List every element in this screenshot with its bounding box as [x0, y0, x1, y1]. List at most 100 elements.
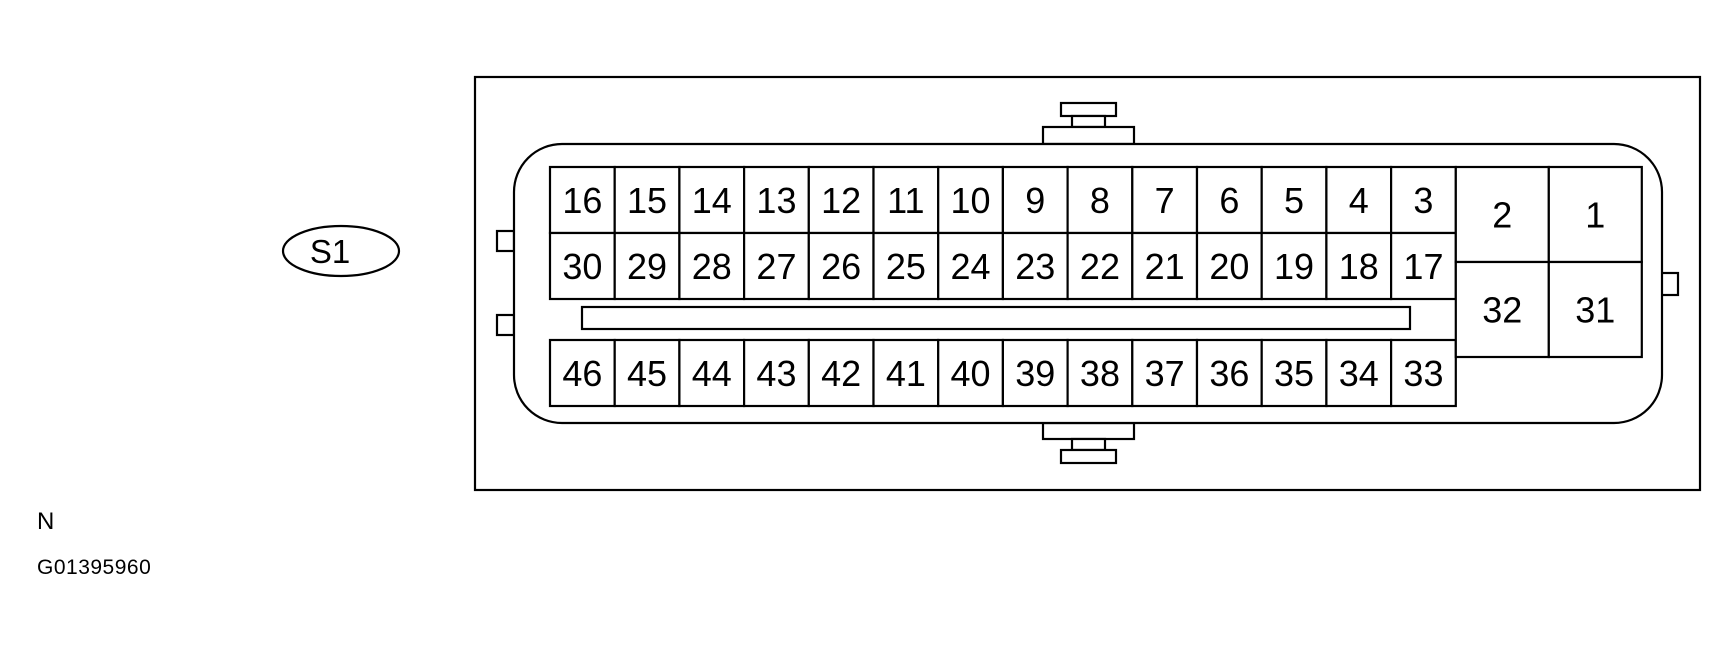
pin-number: 34	[1339, 353, 1379, 394]
pin-number: 6	[1219, 180, 1239, 221]
top-latch	[1041, 101, 1136, 146]
pin-number: 13	[756, 180, 796, 221]
pin-number: 45	[627, 353, 667, 394]
pin-22: 22	[1066, 231, 1134, 301]
pin-cell	[937, 165, 1005, 235]
pin-2: 2	[1454, 165, 1550, 264]
pin-cell	[742, 231, 810, 301]
pin-number: 46	[562, 353, 602, 394]
pin-number: 22	[1080, 246, 1120, 287]
right-tab	[1659, 271, 1680, 297]
pin-9: 9	[1001, 165, 1069, 235]
pin-cell	[548, 231, 616, 301]
pin-10: 10	[937, 165, 1005, 235]
pin-11: 11	[872, 165, 940, 235]
pin-30: 30	[548, 231, 616, 301]
pin-number: 5	[1284, 180, 1304, 221]
pin-cell	[1389, 231, 1457, 301]
view-letter: N	[37, 508, 55, 535]
pin-number: 30	[562, 246, 602, 287]
pin-cell	[678, 338, 746, 408]
pin-cell	[1389, 165, 1457, 235]
pin-number: 40	[951, 353, 991, 394]
pin-cell	[872, 165, 940, 235]
pin-number: 16	[562, 180, 602, 221]
pin-number: 10	[951, 180, 991, 221]
pin-number: 31	[1575, 289, 1615, 330]
pin-number: 19	[1274, 246, 1314, 287]
pin-number: 26	[821, 246, 861, 287]
pin-number: 32	[1482, 289, 1522, 330]
pin-5: 5	[1260, 165, 1328, 235]
pin-cell	[1547, 260, 1643, 359]
pin-38: 38	[1066, 338, 1134, 408]
pin-number: 7	[1155, 180, 1175, 221]
pin-number: 3	[1413, 180, 1433, 221]
pin-number: 33	[1403, 353, 1443, 394]
left-tab-lower	[495, 313, 516, 337]
pin-23: 23	[1001, 231, 1069, 301]
pin-33: 33	[1389, 338, 1457, 408]
pin-number: 43	[756, 353, 796, 394]
left-tab-upper	[495, 229, 516, 253]
pin-number: 2	[1492, 194, 1512, 235]
pin-number: 11	[887, 180, 924, 221]
pin-4: 4	[1325, 165, 1393, 235]
center-rib	[580, 305, 1412, 331]
pin-number: 8	[1090, 180, 1110, 221]
connector-label: S1	[310, 233, 350, 270]
pin-8: 8	[1066, 165, 1134, 235]
pin-43: 43	[742, 338, 810, 408]
pin-cell	[1389, 338, 1457, 408]
pin-number: 28	[692, 246, 732, 287]
pin-cell	[1325, 231, 1393, 301]
pin-cell	[1195, 231, 1263, 301]
pin-cell	[1001, 165, 1069, 235]
figure-code: G01395960	[37, 556, 152, 579]
pin-number: 42	[821, 353, 861, 394]
pin-3: 3	[1389, 165, 1457, 235]
view-frame	[473, 75, 1702, 492]
pin-cell	[1001, 338, 1069, 408]
pin-21: 21	[1131, 231, 1199, 301]
pin-17: 17	[1389, 231, 1457, 301]
pin-18: 18	[1325, 231, 1393, 301]
pin-number: 25	[886, 246, 926, 287]
pin-cell	[1454, 260, 1550, 359]
pin-number: 27	[756, 246, 796, 287]
pin-cell	[678, 165, 746, 235]
pin-27: 27	[742, 231, 810, 301]
pin-number: 21	[1145, 246, 1185, 287]
pin-35: 35	[1260, 338, 1328, 408]
pin-20: 20	[1195, 231, 1263, 301]
pin-number: 18	[1339, 246, 1379, 287]
pin-number: 36	[1209, 353, 1249, 394]
pin-15: 15	[613, 165, 681, 235]
pin-number: 35	[1274, 353, 1314, 394]
pin-cell	[807, 231, 875, 301]
pin-cell	[1260, 165, 1328, 235]
pin-number: 12	[821, 180, 861, 221]
pin-number: 29	[627, 246, 667, 287]
pin-cell	[1131, 338, 1199, 408]
pin-cell	[807, 165, 875, 235]
pin-7: 7	[1131, 165, 1199, 235]
pin-number: 23	[1015, 246, 1055, 287]
pin-cell	[1195, 165, 1263, 235]
pin-36: 36	[1195, 338, 1263, 408]
bottom-latch	[1041, 421, 1136, 465]
pin-cell	[1260, 338, 1328, 408]
pin-cell	[613, 231, 681, 301]
pin-14: 14	[678, 165, 746, 235]
pin-cell	[1325, 338, 1393, 408]
pin-number: 9	[1025, 180, 1045, 221]
pin-number: 15	[627, 180, 667, 221]
pin-cell	[1131, 231, 1199, 301]
pin-28: 28	[678, 231, 746, 301]
pin-41: 41	[872, 338, 940, 408]
pin-24: 24	[937, 231, 1005, 301]
pin-37: 37	[1131, 338, 1199, 408]
